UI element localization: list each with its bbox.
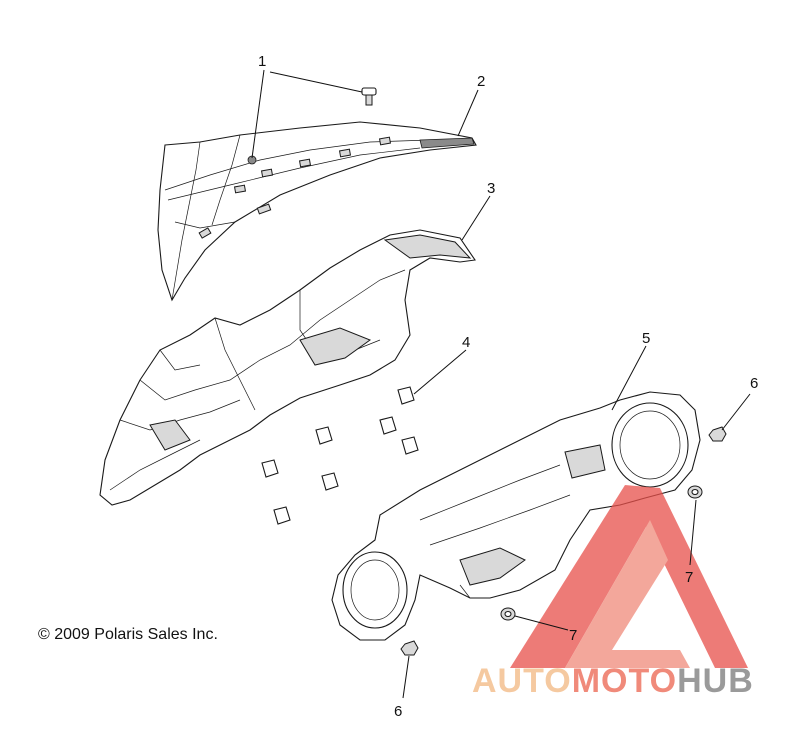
callout-3: 3 (487, 180, 495, 197)
watermark-brand: AUTOMOTOHUB (472, 662, 754, 701)
gauge-housing-part (331, 391, 701, 641)
callout-6-lower: 6 (394, 703, 402, 720)
leader-lines (251, 69, 751, 699)
watermark-auto: AUTO (472, 662, 572, 700)
callout-2: 2 (477, 73, 485, 90)
callout-7-center: 7 (569, 627, 577, 644)
instrument-frame-part (99, 229, 476, 506)
upper-cover-part (157, 121, 477, 302)
watermark-logo-icon (510, 485, 748, 668)
callout-1: 1 (258, 53, 266, 70)
clips-part (261, 386, 419, 525)
grommet-part-right (687, 485, 703, 499)
callout-6-upper: 6 (750, 375, 758, 392)
copyright-text: © 2009 Polaris Sales Inc. (38, 626, 218, 643)
nut-part-upper (708, 426, 727, 442)
screw-part (361, 87, 377, 106)
watermark-moto: MOTO (571, 662, 678, 700)
callout-5: 5 (642, 330, 650, 347)
grommet-part-center (500, 607, 516, 621)
callout-7-right: 7 (685, 569, 693, 586)
callout-4: 4 (462, 334, 470, 351)
nut-part-lower (400, 640, 419, 656)
watermark-hub: HUB (677, 662, 754, 700)
